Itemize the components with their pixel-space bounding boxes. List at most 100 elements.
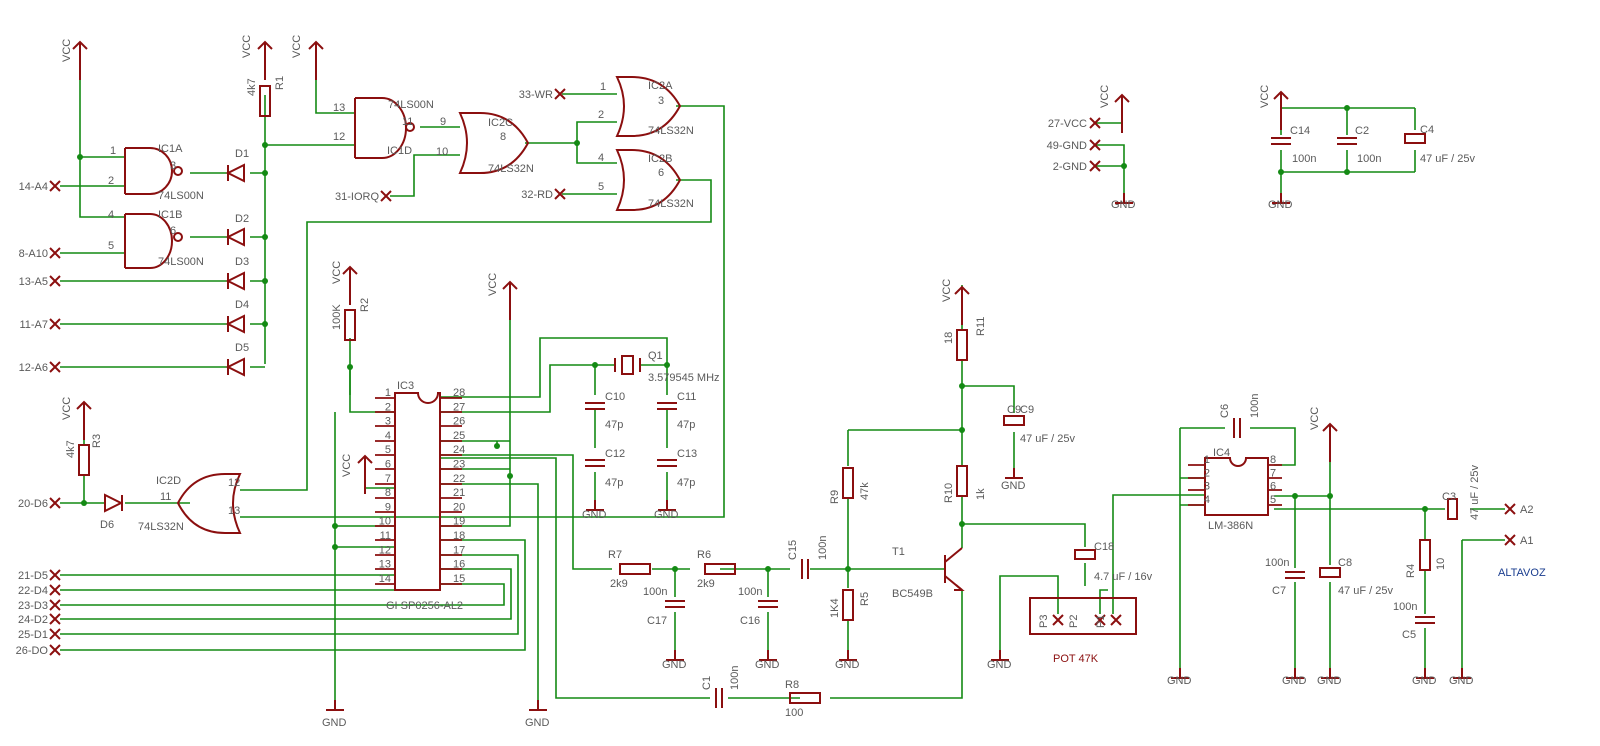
svg-text:GND: GND (987, 659, 1012, 671)
svg-text:GND: GND (582, 509, 607, 521)
capacitor-c13: C13 47p (657, 448, 697, 489)
ic3-pin-27: 27 (453, 401, 465, 413)
svg-text:R7: R7 (608, 549, 622, 561)
gate-ic1a: 1 2 3 IC1A 74LS00N (108, 143, 204, 202)
svg-text:GND: GND (662, 659, 687, 671)
ic3-pin-26: 26 (453, 416, 465, 428)
svg-text:C18: C18 (1094, 541, 1114, 553)
svg-text:C1: C1 (701, 676, 713, 690)
svg-text:100n: 100n (1249, 394, 1261, 418)
svg-text:C13: C13 (677, 448, 697, 460)
svg-text:11-A7: 11-A7 (19, 319, 48, 331)
ic3-pin-2: 2 (385, 401, 391, 413)
capacitor-c15: C15 100n (787, 536, 829, 579)
ic3-pin-5: 5 (385, 444, 391, 456)
ic3-pin-10: 10 (379, 516, 391, 528)
ic3-pin-18: 18 (453, 530, 465, 542)
ic3-pin-28: 28 (453, 387, 465, 399)
svg-text:100n: 100n (1393, 601, 1417, 613)
svg-text:24-D2: 24-D2 (18, 614, 48, 626)
svg-text:100n: 100n (1357, 153, 1381, 165)
svg-text:GND: GND (1111, 199, 1136, 211)
svg-text:C15: C15 (787, 540, 799, 560)
ic3-pin-19: 19 (453, 516, 465, 528)
svg-text:IC2B: IC2B (648, 153, 672, 165)
svg-text:IC2A: IC2A (648, 80, 673, 92)
capacitor-c6: C6 100n (1219, 394, 1261, 438)
svg-text:25-D1: 25-D1 (18, 629, 48, 641)
svg-text:IC4: IC4 (1213, 447, 1230, 459)
svg-text:2-GND: 2-GND (1053, 161, 1087, 173)
svg-text:3.579545 MHz: 3.579545 MHz (648, 372, 720, 384)
ic3-pin-1: 1 (385, 387, 391, 399)
ic4-pin-3: 3 (1204, 481, 1210, 493)
svg-text:13: 13 (228, 505, 240, 517)
svg-text:C11: C11 (677, 391, 696, 403)
svg-text:VCC: VCC (1099, 85, 1111, 108)
svg-text:R3: R3 (91, 434, 103, 448)
ic3-pin-21: 21 (453, 487, 465, 499)
gate-ic1b: 4 5 6 IC1B 74LS00N (108, 209, 204, 269)
svg-text:C16: C16 (740, 615, 760, 627)
ic3-pin-17: 17 (453, 544, 465, 556)
svg-text:VCC: VCC (291, 35, 303, 58)
capacitor-c11: C11 47p (657, 391, 696, 431)
svg-text:D3: D3 (235, 256, 249, 268)
svg-text:GND: GND (1412, 675, 1437, 687)
svg-text:R6: R6 (697, 549, 711, 561)
svg-text:D1: D1 (235, 148, 249, 160)
svg-text:VCC: VCC (61, 39, 73, 62)
svg-text:GND: GND (525, 717, 550, 729)
svg-text:4k7: 4k7 (65, 440, 77, 458)
svg-text:2: 2 (598, 109, 604, 121)
ic4-pin-7: 7 (1270, 467, 1276, 479)
svg-text:VCC: VCC (941, 279, 953, 302)
junctions (77, 105, 1428, 572)
gate-ic1d: 13 12 11 IC1D 74LS00N (333, 97, 434, 159)
svg-text:8: 8 (500, 131, 506, 143)
svg-text:P2: P2 (1068, 615, 1080, 628)
svg-text:GND: GND (322, 717, 347, 729)
capacitor-c8: C8 47 uF / 25v (1319, 557, 1394, 597)
ic3-pin-11: 11 (380, 530, 391, 542)
svg-text:C14: C14 (1290, 125, 1310, 137)
svg-text:R9: R9 (829, 490, 841, 504)
ic3-pin-3: 3 (385, 416, 391, 428)
svg-text:1K4: 1K4 (829, 598, 841, 618)
resistor-r3: 4k7 R3 (65, 434, 103, 476)
svg-text:IC2D: IC2D (156, 475, 181, 487)
svg-text:VCC: VCC (331, 261, 343, 284)
svg-text:11: 11 (160, 491, 171, 503)
svg-text:74LS32N: 74LS32N (488, 163, 534, 175)
svg-text:47 uF / 25v: 47 uF / 25v (1469, 464, 1481, 520)
svg-text:100n: 100n (1292, 153, 1316, 165)
capacitor-c7: 100n C7 (1265, 557, 1305, 597)
svg-text:5: 5 (108, 240, 114, 252)
ic3-pin-8: 8 (385, 487, 391, 499)
svg-text:13: 13 (333, 102, 345, 114)
svg-text:IC2C: IC2C (488, 117, 513, 129)
svg-text:74LS32N: 74LS32N (648, 125, 694, 137)
svg-text:D4: D4 (235, 299, 249, 311)
svg-text:47p: 47p (605, 419, 623, 431)
svg-text:GND: GND (1317, 675, 1342, 687)
gnd-symbols: GND GND GND GND GND GND GND GND GND GND … (322, 192, 1474, 729)
svg-text:31-IORQ: 31-IORQ (335, 191, 379, 203)
ic4-pin-6: 6 (1270, 481, 1276, 493)
wires (60, 55, 1505, 700)
ic3-pin-23: 23 (453, 459, 465, 471)
svg-text:BC549B: BC549B (892, 588, 933, 600)
ic3-pin-20: 20 (453, 501, 465, 513)
capacitor-c3: C3 47 uF / 25v (1442, 464, 1481, 520)
svg-text:14-A4: 14-A4 (19, 181, 48, 193)
svg-text:A2: A2 (1520, 504, 1533, 516)
svg-text:IC1A: IC1A (158, 143, 183, 155)
gate-ic2c: 9 10 8 IC2C 74LS32N (436, 112, 534, 175)
ic4-pin-5: 5 (1270, 494, 1276, 506)
svg-text:GND: GND (835, 659, 860, 671)
ic3-pin-9: 9 (385, 501, 391, 513)
svg-text:74LS32N: 74LS32N (138, 521, 184, 533)
